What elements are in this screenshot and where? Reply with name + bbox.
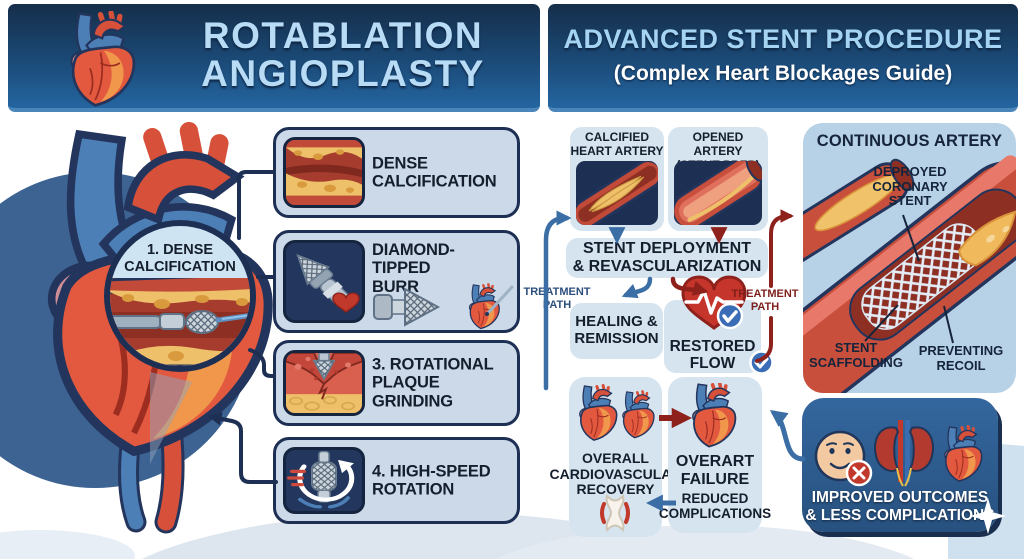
continuous-artery-panel: CONTINUOUS ARTERY DEPROYED CORONARY STEN… (803, 123, 1016, 393)
check-circle-icon (749, 350, 774, 375)
step-box-diamond-burr: DIAMOND-TIPPED BURR (273, 230, 520, 333)
two-hearts-recovery-icon (578, 383, 656, 442)
diamond-burr-diagonal (296, 253, 360, 313)
outcomes-heart-icon (943, 424, 984, 483)
recovery-label: OVERALL CARDIOVASCULAR RECOVERY (549, 450, 682, 498)
step-box-high-speed-rotation: 4. HIGH-SPEED ROTATION (273, 437, 520, 524)
flow-box-calcified-artery: CALCIFIED HEART ARTERY (570, 127, 664, 231)
reduced-complications-label: REDUCED COMPLICATIONS (658, 491, 772, 522)
step-box-plaque-grinding: 3. ROTATIONAL PLAQUE GRINDING (273, 340, 520, 426)
grinding-plaque-illustration (286, 353, 362, 413)
magnifier-label: 1. DENSE CALCIFICATION (124, 242, 236, 275)
treatment-path-right-label: TREATMENT PATH (731, 288, 799, 314)
header-right-panel: ADVANCED STENT PROCEDURE (Complex Heart … (548, 4, 1018, 112)
header-left-panel: ROTABLATION ANGIOPLASTY (8, 4, 540, 112)
improved-outcomes-box: IMPROVED OUTCOMES & LESS COMPLICATIONS (802, 398, 998, 532)
calcified-artery-diagonal (576, 161, 658, 225)
diamond-burr-icon (283, 240, 365, 323)
step-box-dense-calcification: DENSE CALCIFICATION (273, 127, 520, 218)
step-label: 4. HIGH-SPEED ROTATION (372, 462, 491, 499)
calcified-artery-cross-section (286, 140, 362, 205)
joint-recovery-icon (600, 494, 630, 532)
restored-flow-label: RESTORED FLOW (669, 338, 756, 373)
burr-grinding-plaque-icon (283, 350, 365, 416)
improved-outcomes-label: IMPROVED OUTCOMES & LESS COMPLICATIONS (805, 489, 995, 525)
stent-scaffolding-label: STENT SCAFFOLDING (809, 340, 903, 370)
right-title: ADVANCED STENT PROCEDURE (563, 24, 1003, 54)
kidneys-icon (874, 420, 934, 487)
calcified-artery-icon (283, 137, 365, 208)
preventing-recoil-label: PREVENTING RECOIL (918, 343, 1004, 373)
failure-label: OVERART FAILURE (675, 453, 755, 488)
deployed-stent-label: DEPROYED CORONARY STENT (872, 164, 948, 209)
magnifier-circle: 1. DENSE CALCIFICATION (104, 220, 256, 372)
opened-artery-diagonal (674, 161, 762, 225)
left-title: ROTABLATION ANGIOPLASTY (201, 15, 485, 95)
treatment-path-left-label: TREATMENT PATH (523, 286, 591, 312)
flow-box-opened-artery: OPENED ARTERY (STENT PREP) (668, 127, 768, 231)
flow-box-stent-deployment: STENT DEPLOYMENT & REVASCULARIZATION (566, 238, 768, 278)
burr-device-and-heart-needle-illustration (373, 283, 514, 330)
flow-box-overart-failure: OVERART FAILURE REDUCED COMPLICATIONS (659, 377, 771, 533)
rotating-burr-illustration (287, 451, 355, 509)
right-subtitle: (Complex Heart Blockages Guide) (613, 62, 953, 85)
rotating-burr-icon (283, 447, 365, 514)
stented-artery-illustration (803, 155, 1016, 393)
failure-heart-icon (690, 383, 738, 449)
step-label: 3. ROTATIONAL PLAQUE GRINDING (372, 355, 494, 411)
flow-box-healing-remission: HEALING & REMISSION (570, 303, 663, 359)
step-label: DENSE CALCIFICATION (372, 154, 497, 191)
magnifier-artery-illustration (110, 278, 250, 366)
calcified-artery-image (576, 161, 658, 225)
opened-artery-image (674, 161, 762, 225)
continuous-artery-title: CONTINUOUS ARTERY (816, 132, 1003, 150)
calcified-artery-label: CALCIFIED HEART ARTERY (570, 130, 664, 158)
outcomes-icons (814, 420, 984, 487)
